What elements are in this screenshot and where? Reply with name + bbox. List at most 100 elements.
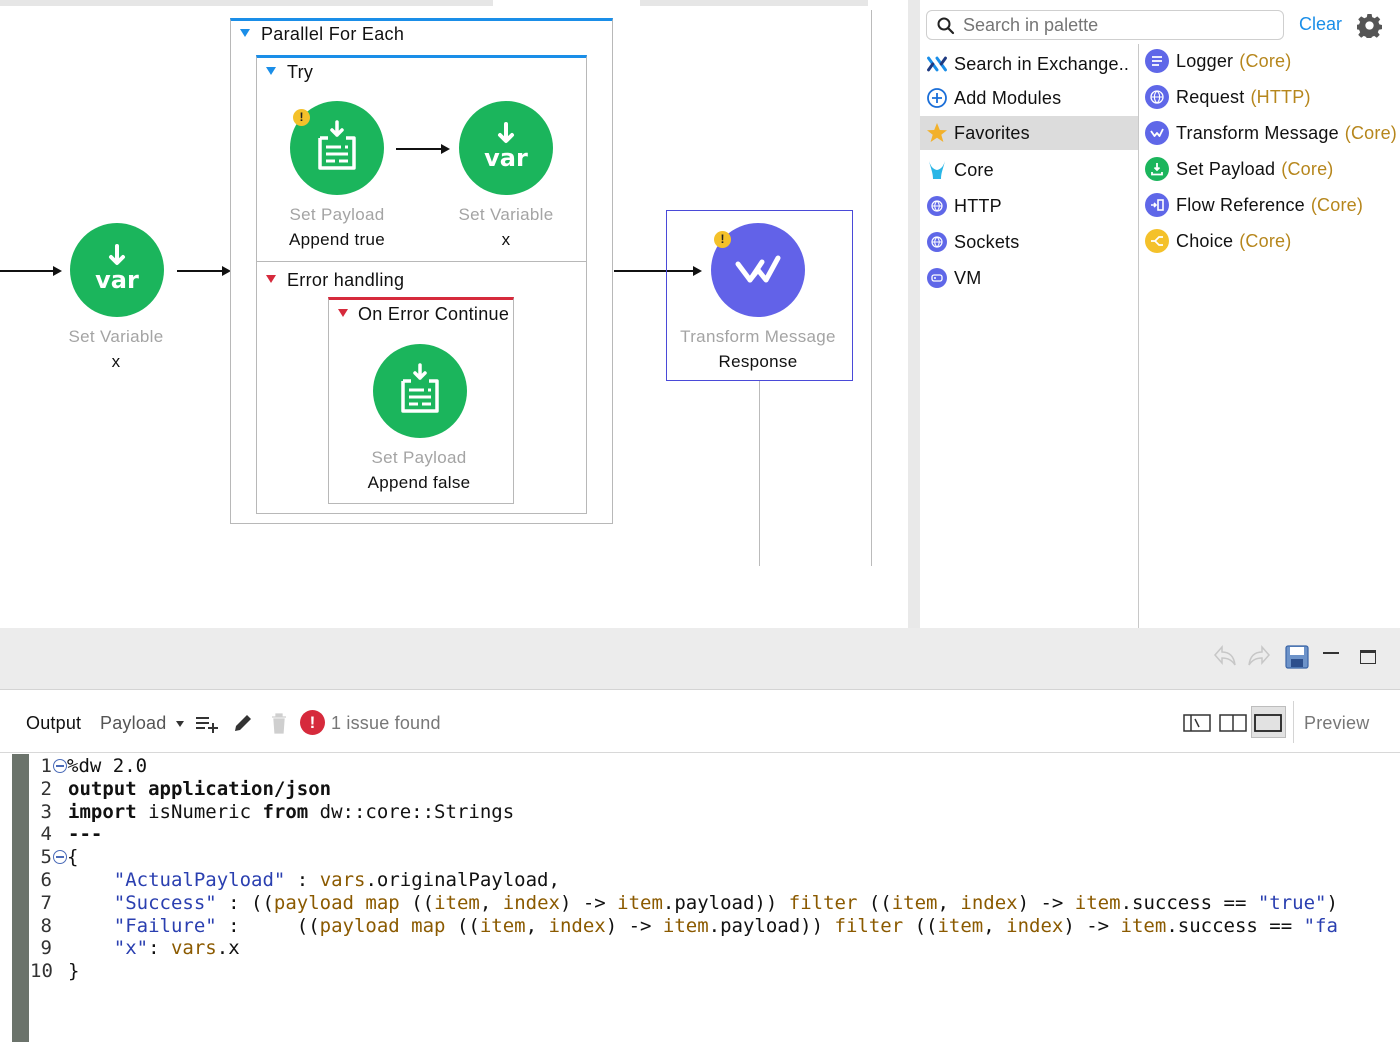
source-only-view-icon[interactable] [1183,713,1211,733]
palette-op-transform-message[interactable]: Transform Message (Core) [1144,121,1400,145]
code-line[interactable]: 5{ [30,846,79,869]
line-number: 3 [40,800,52,823]
trash-icon[interactable] [270,712,288,734]
palette-item-label: Sockets [954,231,1020,252]
code-token: (( [445,914,480,937]
palette-item-label: Add Modules [954,87,1062,108]
code-line[interactable]: 1%dw 2.0 [30,755,148,778]
clear-button[interactable]: Clear [1299,14,1343,34]
minimize-icon[interactable] [1323,652,1339,654]
error-icon[interactable]: ! [300,710,325,735]
palette-module-sockets[interactable]: Sockets [926,231,1138,253]
gear-icon[interactable] [1357,13,1382,38]
code-token: item [617,891,663,914]
splitter[interactable] [908,0,920,628]
warning-icon[interactable]: ! [293,109,310,126]
palette-item-module: (Core) [1344,122,1397,143]
issues-count[interactable]: 1 issue found [331,713,441,733]
palette-search-exchange[interactable]: Search in Exchange.. [926,53,1138,75]
code-token: ) [1326,891,1338,914]
code-line[interactable]: 8 "Failure" : ((payload map ((item, inde… [30,915,1338,938]
palette-op-choice[interactable]: Choice (Core) [1144,229,1400,253]
flow-arrow [614,270,694,272]
palette-module-core[interactable]: Core [926,159,1138,181]
palette-item-label: VM [954,267,982,288]
warning-icon[interactable]: ! [714,231,731,248]
error-handling-divider [257,261,586,262]
var-icon: var [484,122,528,172]
save-icon[interactable] [1285,645,1309,669]
code-line[interactable]: 7 "Success" : ((payload map ((item, inde… [30,892,1338,915]
set-payload-icon [373,344,467,438]
set-payload-component[interactable] [373,344,467,438]
code-token: item [891,891,938,914]
split-view-icon[interactable] [1219,713,1247,733]
svg-text:var: var [484,144,528,172]
palette-op-flow-reference[interactable]: Flow Reference (Core) [1144,193,1400,217]
palette-module-vm[interactable]: VM [926,267,1138,289]
palette-search-input[interactable] [961,13,1279,37]
view-toolbar-strip [0,628,1400,690]
code-line[interactable]: 4--- [30,823,103,846]
globe-icon [926,231,948,253]
code-line[interactable]: 6 "ActualPayload" : vars.originalPayload… [30,869,560,892]
palette-module-http[interactable]: HTTP [926,195,1138,217]
on-error-continue-scope[interactable] [328,297,514,504]
collapse-triangle-icon[interactable] [338,309,348,317]
toolbar-divider [1293,701,1294,743]
transform-icon [1144,121,1170,145]
code-token: index [548,914,606,937]
redo-icon[interactable] [1246,644,1272,668]
collapse-triangle-icon[interactable] [266,275,276,283]
palette-add-modules[interactable]: Add Modules [926,87,1138,109]
selected-component-frame[interactable] [666,210,853,381]
code-token: filter [788,891,858,914]
error-handling-title: Error handling [287,270,405,290]
palette-op-request[interactable]: Request (HTTP) [1144,85,1400,109]
code-line[interactable]: 9 "x": vars.x [30,937,240,960]
set-variable-component[interactable]: var [70,223,164,317]
maximize-icon[interactable] [1360,650,1376,664]
pencil-icon[interactable] [232,712,254,734]
component-type-label: Set Variable [458,205,554,224]
code-token: } [68,960,80,983]
on-error-continue-title: On Error Continue [358,304,510,324]
code-token: vars [319,869,366,891]
plus-circle-icon [926,87,948,109]
collapse-triangle-icon[interactable] [240,29,250,37]
collapse-triangle-icon[interactable] [266,67,276,75]
code-line[interactable]: 10} [30,960,79,983]
code-token [68,869,114,891]
palette-op-logger[interactable]: Logger (Core) [1144,49,1400,73]
palette-op-set-payload[interactable]: Set Payload (Core) [1144,157,1400,181]
set-variable-icon: var [459,101,553,195]
palette-item-label: Search in Exchange.. [954,53,1130,74]
payload-select[interactable]: Payload [100,713,167,733]
undo-icon[interactable] [1212,644,1238,668]
set-variable-component[interactable]: var [459,101,553,195]
code-token: .x [216,937,240,960]
palette-search-box[interactable] [926,10,1284,40]
component-type-label: Set Payload [289,205,385,224]
code-token: index [960,891,1018,914]
palette-item-module: (HTTP) [1250,86,1311,107]
palette-favorites[interactable]: Favorites [920,116,1138,150]
code-token: filter [834,914,904,937]
palette-item-module: (Core) [1239,230,1292,251]
mule-palette: Clear Search in Exchange.. Add Modules F… [920,0,1400,628]
full-view-icon [1254,714,1282,732]
code-token: , [479,891,503,914]
code-token: (( [857,891,892,914]
fold-toggle-icon[interactable] [53,850,67,865]
fold-toggle-icon[interactable] [53,759,67,773]
chevron-down-icon[interactable] [176,721,184,727]
add-target-icon[interactable] [195,714,219,734]
preview-button[interactable]: Preview [1304,713,1370,733]
flow-canvas[interactable]: var Set Variable x Parallel For Each Try… [0,0,908,628]
code-token: , [983,914,1007,937]
code-token: (( [903,914,938,937]
line-number: 10 [30,960,53,983]
